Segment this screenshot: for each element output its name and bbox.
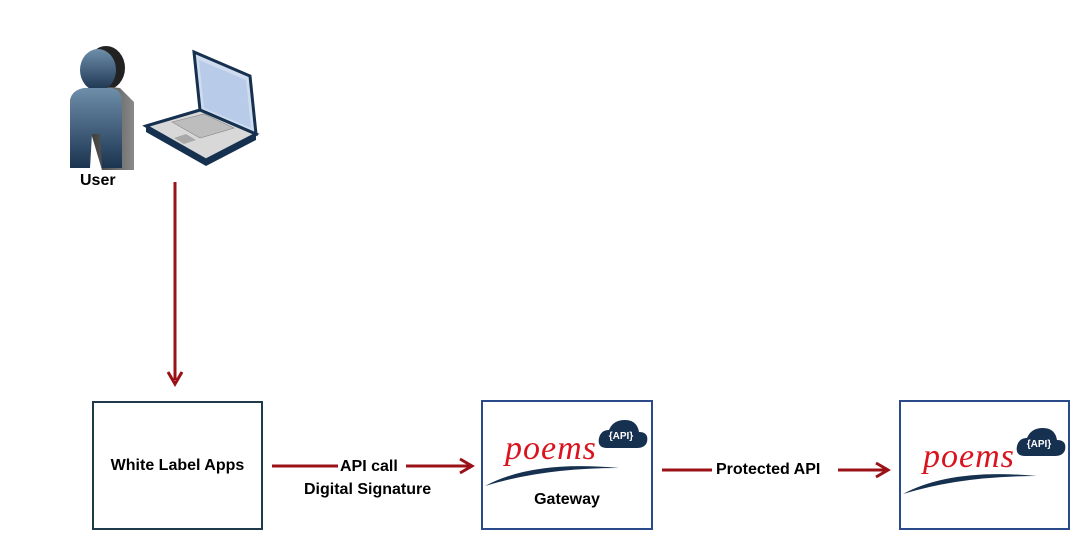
- arrow-user-to-apps: [166, 182, 184, 387]
- poems-swoosh-icon: [903, 474, 1037, 494]
- api-cloud-icon: {API}: [1016, 428, 1066, 456]
- arrow-apps-to-gateway: [272, 457, 475, 475]
- gateway-box[interactable]: {API} poems Gateway: [481, 400, 653, 530]
- api-badge-text: {API}: [609, 431, 634, 442]
- poems-logo-text: poems: [505, 430, 597, 467]
- api-badge-text: {API}: [1027, 439, 1052, 450]
- backend-api-box[interactable]: {API} poems: [899, 400, 1070, 530]
- gateway-label: Gateway: [534, 491, 600, 508]
- api-cloud-icon: {API}: [598, 420, 648, 448]
- edge-label-protected-api: Protected API: [716, 461, 821, 478]
- edge-label-digital-signature: Digital Signature: [304, 481, 432, 498]
- poems-swoosh-icon: [485, 466, 619, 486]
- edge-label-api-call: API call: [340, 458, 398, 475]
- arrow-gateway-to-backend: [662, 461, 891, 479]
- user-label: User: [80, 172, 116, 189]
- user-figure-icon: [70, 46, 134, 170]
- white-label-apps-box[interactable]: White Label Apps: [92, 401, 263, 530]
- laptop-icon: [142, 49, 260, 166]
- white-label-apps-label: White Label Apps: [110, 457, 245, 474]
- poems-logo-text: poems: [923, 438, 1015, 475]
